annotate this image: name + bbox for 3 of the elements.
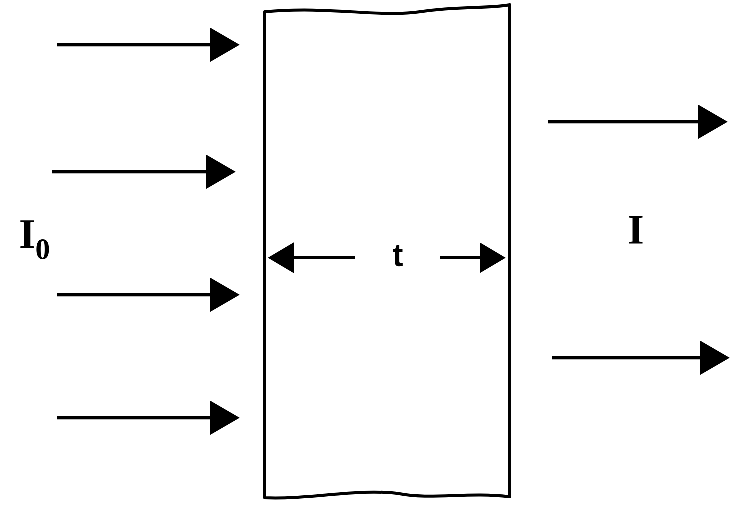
thickness-label: t: [393, 245, 403, 267]
intensity-label: I$_{0}$: [20, 220, 50, 260]
intensity-label: I: [629, 216, 643, 244]
